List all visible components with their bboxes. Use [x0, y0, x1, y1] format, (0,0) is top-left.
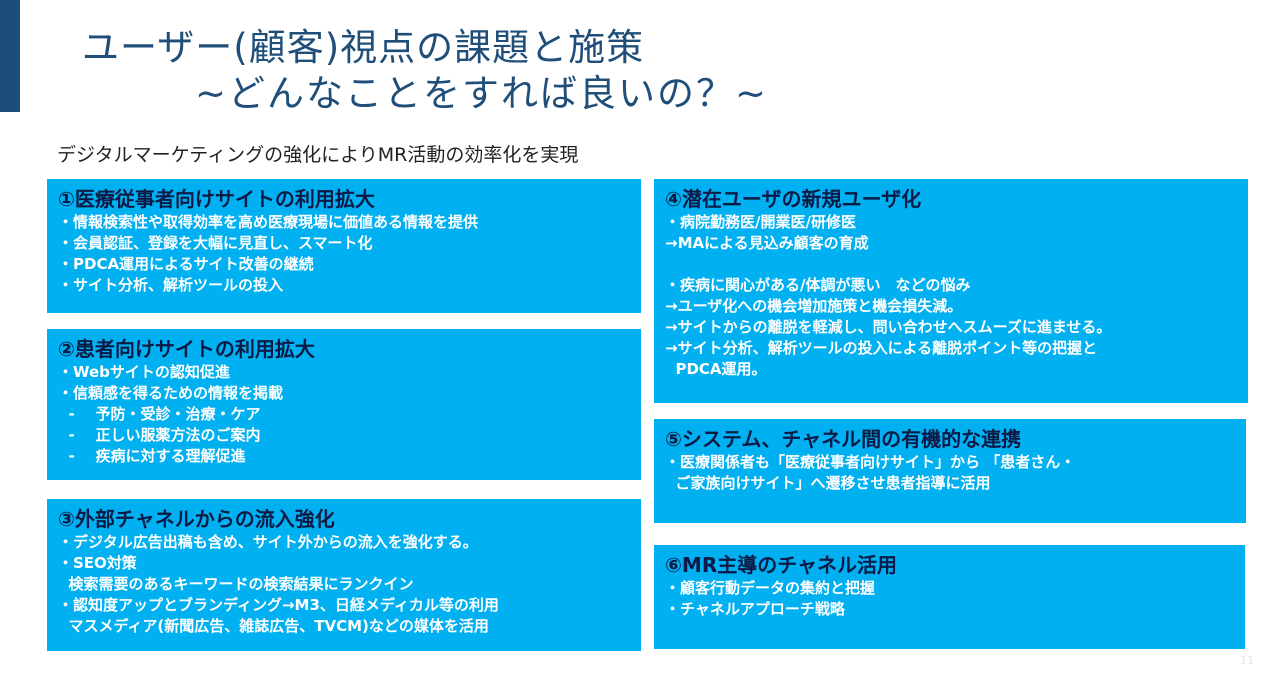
box-line: →サイトからの離脱を軽減し、問い合わせへスムーズに進ませる。 [665, 318, 1112, 336]
box-line: PDCA運用。 [665, 360, 767, 378]
box-line: ・病院勤務医/開業医/研修医 [665, 213, 856, 231]
box-heading: ④潜在ユーザの新規ユーザ化 [665, 187, 922, 211]
box-heading: ⑥MR主導のチャネル活用 [665, 553, 898, 577]
page-number: 11 [1240, 654, 1254, 667]
box-line: ・信頼感を得るための情報を掲載 [58, 384, 284, 402]
box-line: ・顧客行動データの集約と把握 [665, 579, 876, 597]
box-line: - 疾病に対する理解促進 [58, 447, 246, 465]
box-line: ・情報検索性や取得効率を高め医療現場に価値ある情報を提供 [58, 213, 479, 231]
box-mr-channel: ⑥MR主導のチャネル活用 ・顧客行動データの集約と把握 ・チャネルアプローチ戦略 [654, 545, 1245, 649]
box-line: ・認知度アップとブランディング→M3、日経メディカル等の利用 [58, 596, 499, 614]
box-line: ・Webサイトの認知促進 [58, 363, 230, 381]
accent-bar [0, 0, 20, 112]
box-line: ・会員認証、登録を大幅に見直し、スマート化 [58, 234, 373, 252]
box-heading: ⑤システム、チャネル間の有機的な連携 [665, 427, 1022, 451]
box-patient-site: ②患者向けサイトの利用拡大 ・Webサイトの認知促進 ・信頼感を得るための情報を… [47, 329, 641, 480]
box-medical-site: ①医療従事者向けサイトの利用拡大 ・情報検索性や取得効率を高め医療現場に価値ある… [47, 179, 641, 313]
lead-text: デジタルマーケティングの強化によりMR活動の効率化を実現 [57, 144, 579, 166]
box-potential-users: ④潜在ユーザの新規ユーザ化 ・病院勤務医/開業医/研修医 →MAによる見込み顧客… [654, 179, 1248, 403]
box-line: マスメディア(新聞広告、雑誌広告、TVCM)などの媒体を活用 [58, 617, 489, 635]
box-line: ・サイト分析、解析ツールの投入 [58, 276, 284, 294]
box-line: - 正しい服薬方法のご案内 [58, 426, 261, 444]
box-line: ・医療関係者も「医療従事者向けサイト」から 「患者さん・ [665, 453, 1076, 471]
box-line: ・SEO対策 [58, 554, 137, 572]
box-heading: ②患者向けサイトの利用拡大 [58, 337, 315, 361]
box-line: →MAによる見込み顧客の育成 [665, 234, 869, 252]
box-line: 検索需要のあるキーワードの検索結果にランクイン [58, 575, 414, 593]
box-line: ・疾病に関心がある/体調が悪い などの悩み [665, 276, 971, 294]
box-line: ・チャネルアプローチ戦略 [665, 600, 845, 618]
box-external-channels: ③外部チャネルからの流入強化 ・デジタル広告出稿も含め、サイト外からの流入を強化… [47, 499, 641, 651]
box-heading: ①医療従事者向けサイトの利用拡大 [58, 187, 375, 211]
box-line: ・デジタル広告出稿も含め、サイト外からの流入を強化する。 [58, 533, 478, 551]
box-system-integration: ⑤システム、チャネル間の有機的な連携 ・医療関係者も「医療従事者向けサイト」から… [654, 419, 1246, 523]
slide-subtitle: ~どんなことをすれば良いの？~ [195, 72, 769, 115]
box-heading: ③外部チャネルからの流入強化 [58, 507, 335, 531]
box-line: ・PDCA運用によるサイト改善の継続 [58, 255, 314, 273]
box-line: →ユーザ化への機会増加施策と機会損失減。 [665, 297, 963, 315]
box-line: ご家族向けサイト」へ遷移させ患者指導に活用 [665, 474, 991, 492]
box-line: - 予防・受診・治療・ケア [58, 405, 261, 423]
slide-title: ユーザー(顧客)視点の課題と施策 [82, 26, 645, 69]
box-line: →サイト分析、解析ツールの投入による離脱ポイント等の把握と [665, 339, 1098, 357]
box-line [665, 254, 1248, 275]
